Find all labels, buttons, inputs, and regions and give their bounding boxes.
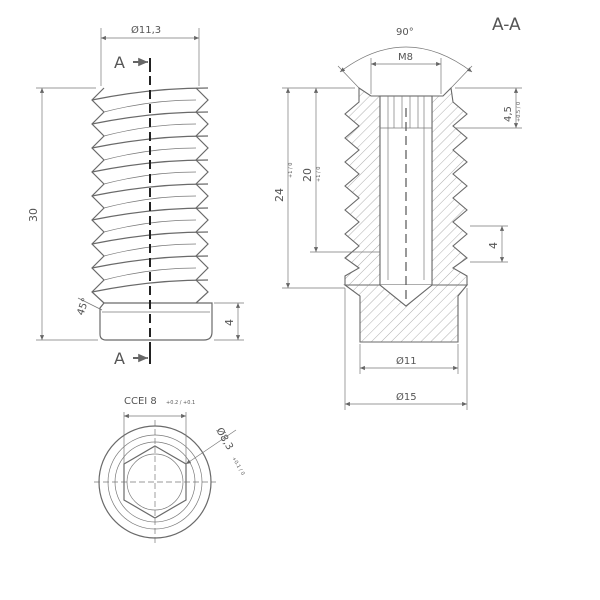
dim-countersink-angle: 90° (337, 27, 473, 89)
dim-lower-step: 4 (470, 225, 508, 263)
dim-chamfer-angle: 45° (75, 297, 103, 317)
dim-hex-drive: CCEI 8 +0.2 / +0.1 (123, 396, 195, 464)
dim-bottom-diameter-label: Ø8,3 (213, 426, 235, 453)
section-top-knurl (393, 96, 419, 128)
section-mark-top: A (114, 53, 151, 72)
dim-base-outer-diameter: Ø15 (344, 288, 468, 410)
dim-thread-depth-tolerance: +1 / 0 (316, 167, 322, 182)
dim-overall-length: 30 (27, 87, 98, 341)
side-view: A A Ø11,3 30 4 (27, 24, 244, 368)
dim-outer-diameter-top: Ø11,3 (100, 24, 200, 86)
dim-base-inner-diameter: Ø11 (359, 344, 459, 374)
section-letter-top: A (114, 53, 125, 72)
dim-top-depth-label: 4,5 (503, 106, 514, 122)
section-wall-right (431, 86, 468, 286)
dim-base-outer-diameter-label: Ø15 (396, 391, 417, 403)
dim-hex-drive-tolerance: +0.2 / +0.1 (166, 400, 195, 406)
dim-hex-drive-label: CCEI 8 (124, 396, 157, 407)
section-wall-left (344, 86, 381, 286)
side-view-thread-outline-right (195, 87, 209, 304)
dim-lower-step-label: 4 (487, 242, 500, 249)
dim-overall-length-label: 30 (27, 208, 40, 222)
dim-countersink-angle-label: 90° (396, 27, 414, 38)
section-view: A-A 90° (273, 15, 522, 410)
section-mark-bottom: A (114, 346, 151, 368)
dim-internal-thread-label: M8 (398, 52, 413, 63)
side-view-collar (99, 302, 213, 341)
dim-internal-thread: M8 (370, 52, 442, 94)
section-letter-bottom: A (114, 349, 125, 368)
dim-collar-height: 4 (214, 302, 244, 341)
dim-bottom-diameter: Ø8,3 +0.1 / 0 (185, 426, 246, 476)
dim-bore-depth-label: 24 (273, 188, 286, 202)
dim-chamfer-angle-label: 45° (75, 297, 91, 317)
dim-bottom-diameter-tolerance: +0.1 / 0 (230, 456, 245, 476)
dim-bore-depth: 24 (273, 87, 345, 289)
dim-outer-diameter-top-label: Ø11,3 (131, 24, 161, 36)
dim-top-depth-tolerance: +0.5 / 0 (516, 102, 522, 122)
dim-bore-depth-tolerance: +1 / 0 (288, 163, 294, 178)
dim-thread-depth-label: 20 (301, 168, 314, 182)
bottom-view: CCEI 8 +0.2 / +0.1 Ø8,3 +0.1 / 0 (94, 396, 246, 544)
dim-collar-height-label: 4 (223, 319, 236, 326)
dim-base-inner-diameter-label: Ø11 (396, 355, 417, 367)
dim-thread-depth: 20 (301, 87, 380, 253)
dim-top-depth: 4,5 (455, 87, 522, 129)
section-title: A-A (492, 15, 521, 35)
